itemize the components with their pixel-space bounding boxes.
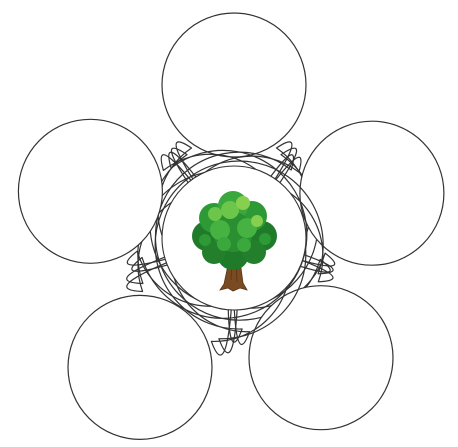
petal-circle [68,295,212,439]
petal-circle [18,119,162,263]
petal-circle [249,286,393,430]
petal-circle [162,13,306,157]
